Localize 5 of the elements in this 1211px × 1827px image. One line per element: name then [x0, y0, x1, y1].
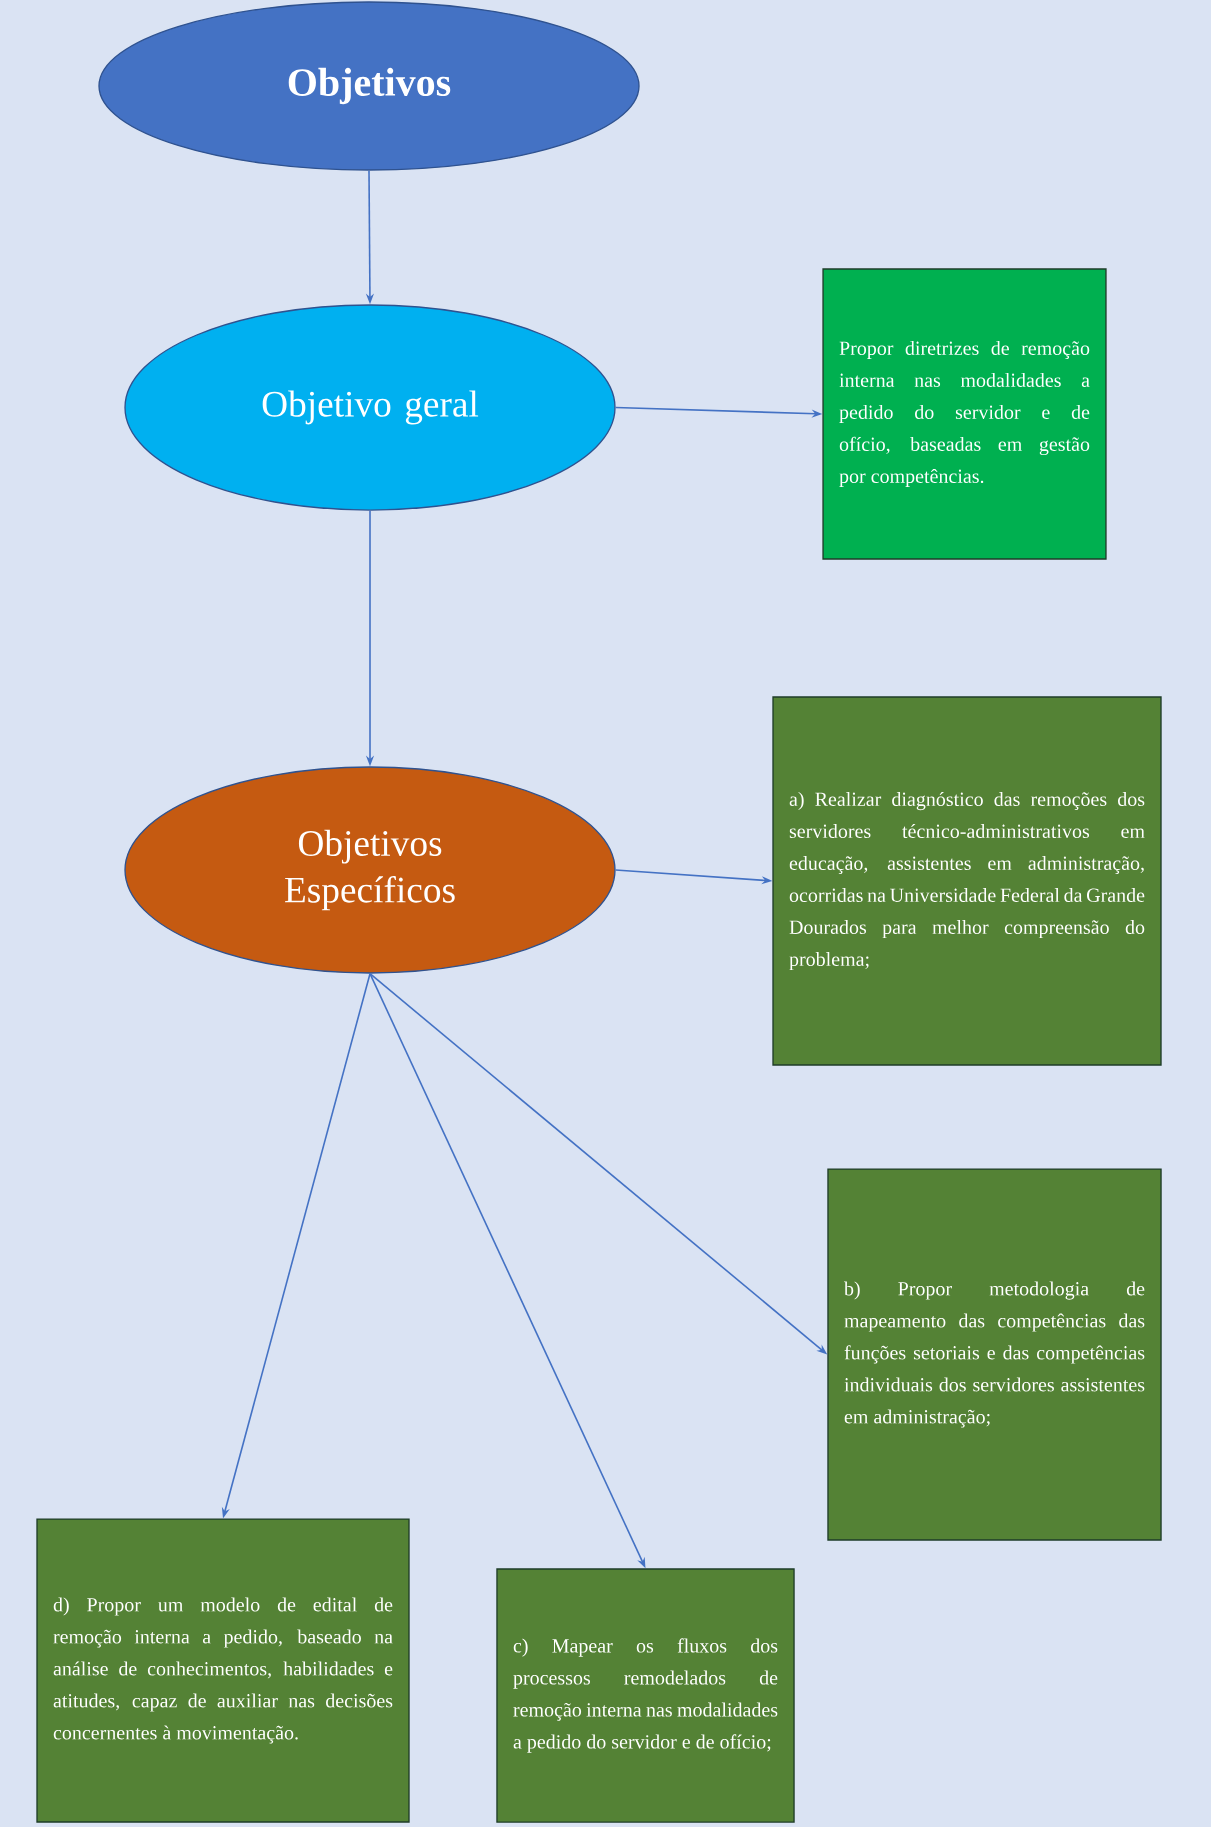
objective-box: c) Mapear os fluxos dos processos remodelados de remoção interna nas modalidades a pedido do servidor e de ofício;	[496, 1568, 795, 1823]
objective-box: a) Realizar diagnóstico das remoções dos servidores técnico-administrativos em educação, assistentes em administração, ocorridas na Universidade Federal da Grande Dourados para melhor compreensão do problema;	[772, 696, 1162, 1066]
objective-box: Propor diretrizes de remoção interna nas modalidades a pedido do servidor e de ofício, baseadas em gestão por competências.	[822, 268, 1107, 560]
objective-box: d) Propor um modelo de edital de remoção interna a pedido, baseado na análise de conhecimentos, habilidades e atitudes, capaz de auxiliar nas decisões concernentes à movimentação.	[36, 1518, 410, 1823]
objective-box: b) Propor metodologia de mapeamento das competências das funções setoriais e das competências individuais dos servidores assistentes em administração;	[827, 1168, 1162, 1541]
